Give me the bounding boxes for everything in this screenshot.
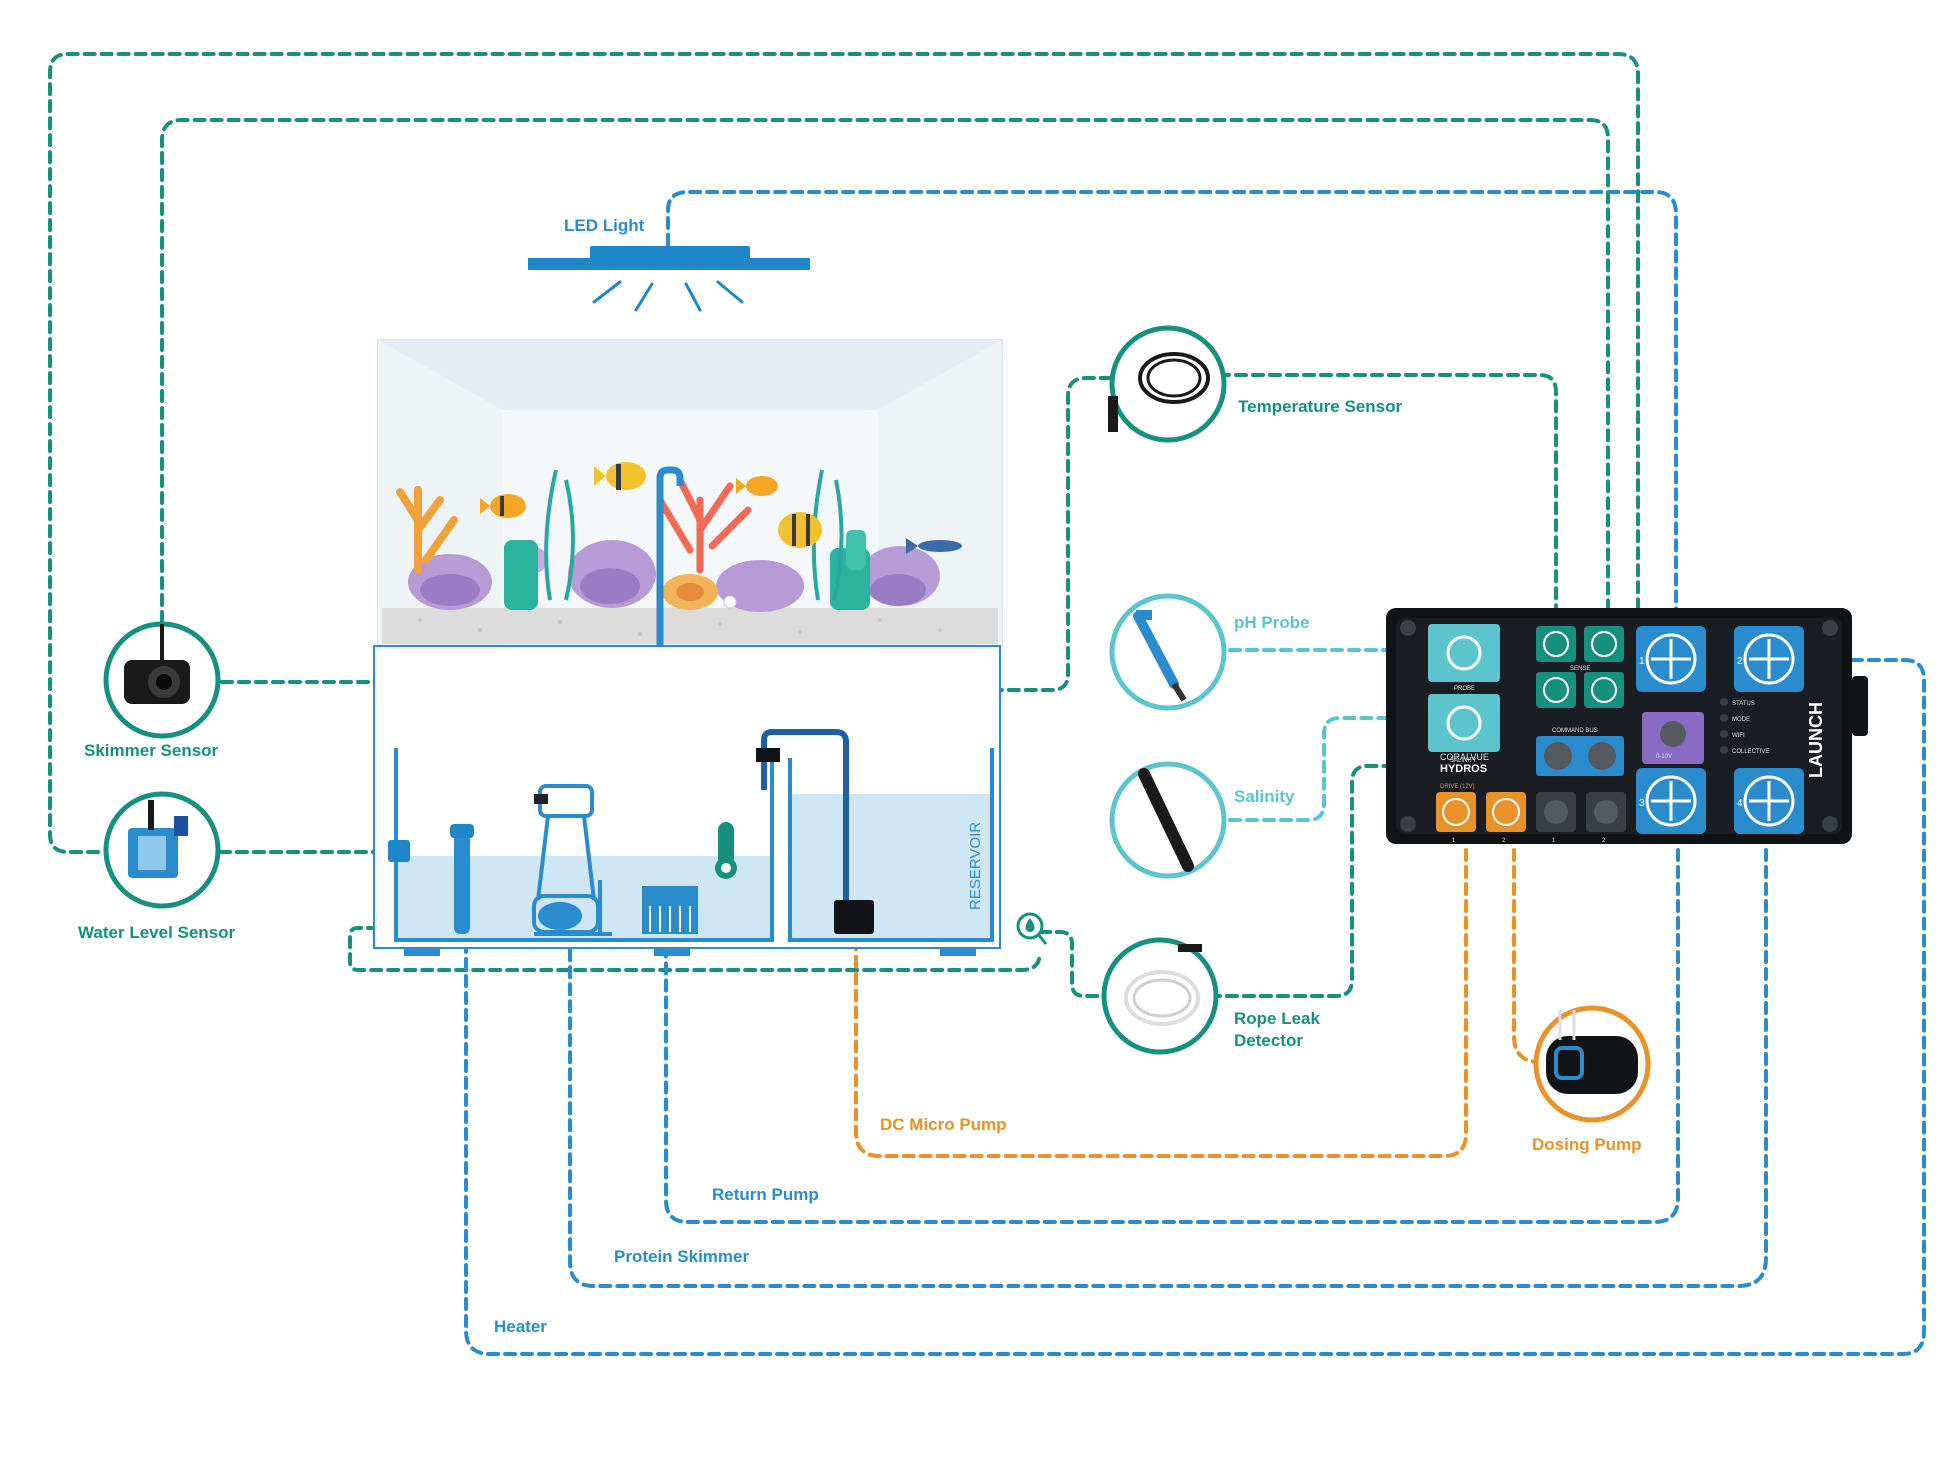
controller-drive-port-2: 2	[1502, 838, 1506, 844]
ph-probe-device	[1109, 593, 1227, 711]
controller-outlet-2: 2	[1737, 656, 1743, 667]
temperature-probe	[715, 822, 737, 879]
controller-drive-label: DRIVE (12V)	[1440, 784, 1475, 790]
controller-drive-port-3: 1	[1552, 838, 1556, 844]
dosing-pump-label: Dosing Pump	[1532, 1135, 1642, 1154]
wire-rope-leak	[1038, 930, 1110, 998]
led-light-label: LED Light	[564, 216, 645, 235]
controller-command-bus-label: COMMAND BUS	[1552, 728, 1598, 734]
heater	[450, 824, 474, 934]
skimmer-sensor-label: Skimmer Sensor	[84, 741, 219, 760]
controller-status-4: COLLECTIVE	[1732, 749, 1769, 755]
controller-analog-label: 0-10V	[1656, 754, 1672, 760]
controller-outlet-4: 4	[1737, 798, 1743, 809]
leak-rope-around-tank	[348, 926, 1060, 972]
controller-maker-label: CORALVUE	[1440, 752, 1489, 762]
salinity-device	[1109, 761, 1227, 879]
rope-leak-detector-device	[1101, 937, 1219, 1055]
coral-reef	[396, 462, 962, 612]
ph-probe-label: pH Probe	[1234, 613, 1310, 632]
controller-probe-label: PROBE	[1454, 686, 1475, 692]
dc-micro-pump-unit	[834, 900, 874, 934]
launch-controller	[1386, 608, 1868, 844]
wire-heater	[464, 658, 1926, 1356]
outlet-ports	[1636, 626, 1804, 834]
salinity-label: Salinity	[1234, 787, 1295, 806]
wire-temperature-sensor	[1166, 373, 1558, 642]
controller-status-2: MODE	[1732, 717, 1750, 723]
temperature-sensor-label: Temperature Sensor	[1238, 397, 1402, 416]
wire-water-level-sensor	[48, 52, 1640, 854]
skimmer-sensor-device	[103, 621, 221, 739]
wire-skimmer-sensor	[160, 118, 1610, 642]
ato-plumbing	[761, 729, 849, 900]
controller-name-label: LAUNCH	[1806, 702, 1826, 778]
leak-drop-icon	[1016, 912, 1048, 945]
water-level-sensor-device	[103, 791, 221, 909]
return-pump-label: Return Pump	[712, 1185, 819, 1204]
water-level-sensor-unit	[388, 840, 410, 862]
controller-salinity-label: SALINITY	[1450, 758, 1477, 764]
skimmer-sensor-clip	[534, 794, 548, 804]
dc-micro-pump-label: DC Micro Pump	[880, 1115, 1007, 1134]
controller-outlet-3: 3	[1639, 798, 1645, 809]
wire-dc-micro-pump	[854, 848, 1468, 1158]
controller-outlet-1: 1	[1639, 656, 1645, 667]
water-level-sensor-label: Water Level Sensor	[78, 923, 236, 942]
wire-protein-skimmer	[568, 848, 1768, 1288]
wire-led-light	[666, 190, 1678, 642]
controller-status-1: STATUS	[1732, 701, 1755, 707]
rope-leak-label-1: Rope Leak	[1234, 1009, 1321, 1028]
heater-label: Heater	[494, 1317, 547, 1336]
led-light	[528, 246, 810, 312]
controller-status-3: WIFI	[1732, 733, 1745, 739]
ato-valve	[756, 748, 780, 762]
protein-skimmer-label: Protein Skimmer	[614, 1247, 749, 1266]
controller-drive-port-1: 1	[1452, 838, 1456, 844]
reservoir-label: RESERVOIR	[967, 822, 984, 910]
controller-drive-port-4: 2	[1602, 838, 1606, 844]
controller-brand-label: HYDROS	[1440, 763, 1487, 775]
temperature-sensor-device	[1108, 325, 1227, 443]
wire-salinity	[1228, 716, 1442, 822]
return-plumbing	[656, 466, 684, 892]
return-pump	[642, 886, 698, 934]
controller-sense-label: SENSE	[1570, 666, 1590, 672]
rope-leak-label-2: Detector	[1234, 1031, 1303, 1050]
dosing-pump-device	[1533, 1005, 1651, 1123]
wire-return-pump	[664, 848, 1680, 1224]
protein-skimmer	[532, 784, 612, 936]
